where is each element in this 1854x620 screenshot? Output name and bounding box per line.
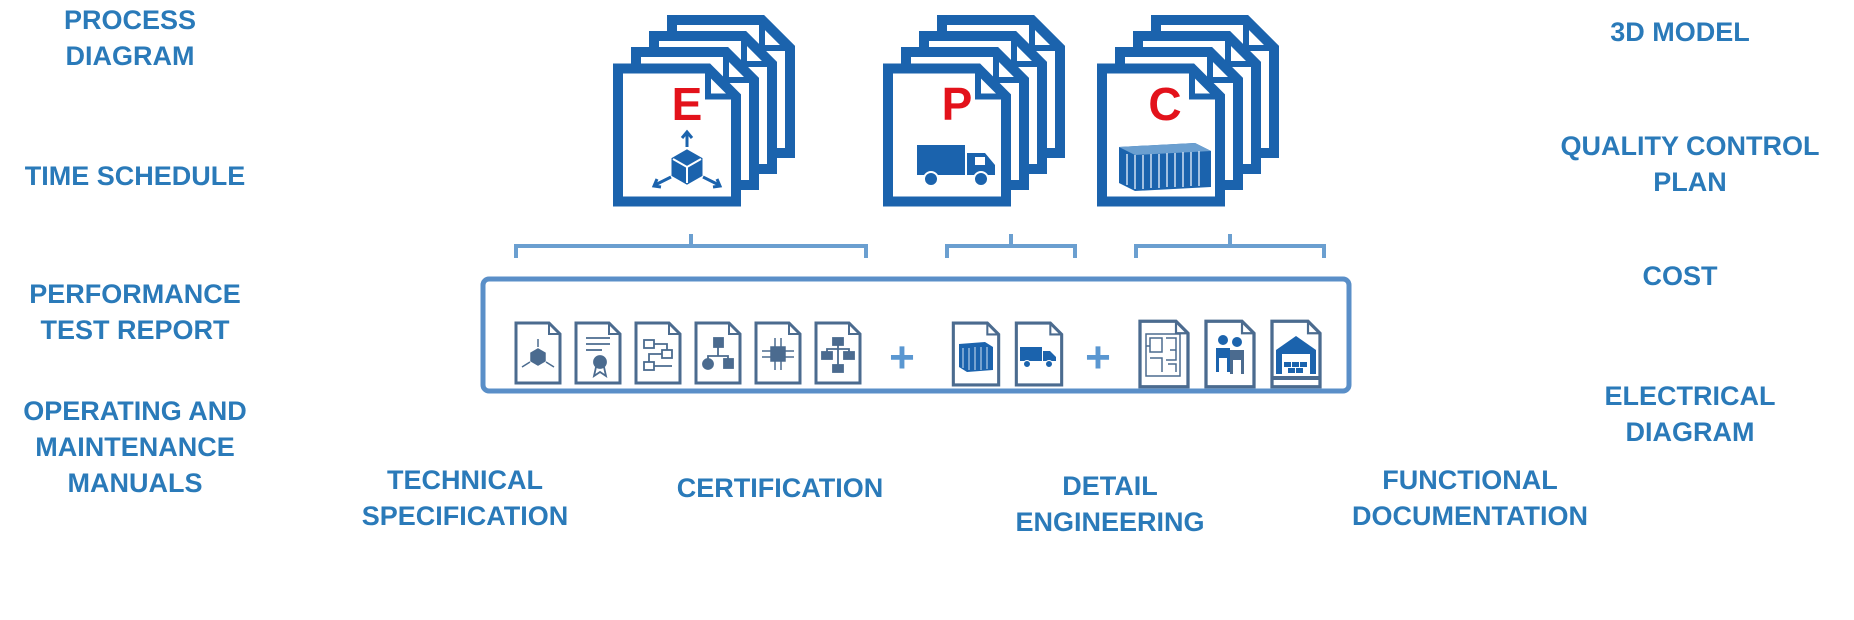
cube-axes-icon — [651, 129, 723, 189]
diagram-icon — [702, 337, 734, 370]
certificate-icon — [586, 337, 610, 378]
plus-sign-1: + — [889, 333, 915, 382]
small-doc-c2 — [1204, 319, 1256, 389]
small-doc-c3 — [1270, 319, 1322, 389]
blueprint-icon — [1145, 333, 1181, 377]
circuit-chip-icon — [762, 338, 794, 370]
label-3d-model: 3D MODEL — [1610, 17, 1750, 47]
label-performance-test-report: PERFORMANCE TEST REPORT — [29, 279, 241, 345]
small-doc-e3 — [634, 321, 682, 385]
label-detail-engineering: DETAIL ENGINEERING — [1015, 471, 1205, 537]
truck-icon — [917, 145, 995, 187]
label-certification: CERTIFICATION — [676, 473, 884, 503]
label-cost: COST — [1642, 261, 1718, 291]
small-doc-e2 — [574, 321, 622, 385]
small-doc-c1 — [1138, 319, 1190, 389]
bracket-e — [514, 234, 868, 258]
bracket-c — [1134, 234, 1326, 258]
label-technical-specification: TECHNICAL SPECIFICATION — [361, 465, 569, 531]
small-doc-p1 — [951, 321, 1001, 387]
label-functional-documentation: FUNCTIONAL DOCUMENTATION — [1352, 465, 1588, 531]
label-operating-maintenance-manuals: OPERATING AND MAINTENANCE MANUALS — [23, 396, 247, 498]
document-stack-e: E — [618, 20, 790, 202]
small-doc-e5 — [754, 321, 802, 385]
document-package-frame — [480, 276, 1352, 394]
label-electrical-diagram: ELECTRICAL DIAGRAM — [1604, 381, 1776, 447]
warehouse-icon — [1272, 336, 1320, 380]
bracket-p — [945, 234, 1077, 258]
stack-letter-p: P — [942, 78, 973, 130]
small-doc-p2 — [1014, 321, 1064, 387]
workers-icon — [1216, 335, 1244, 374]
label-process-diagram: PROCESS DIAGRAM — [63, 5, 197, 71]
plus-sign-2: + — [1085, 333, 1111, 382]
stack-letter-c: C — [1148, 78, 1181, 130]
small-doc-e6 — [814, 321, 862, 385]
document-stack-p: P — [888, 20, 1060, 202]
label-quality-control-plan: QUALITY CONTROL PLAN — [1560, 131, 1820, 197]
truck-icon — [1020, 347, 1056, 368]
process-flow-icon — [643, 339, 673, 371]
container-icon — [959, 342, 993, 372]
document-stack-c: C — [1102, 20, 1274, 202]
small-doc-e1 — [514, 321, 562, 385]
org-chart-icon — [821, 337, 855, 373]
label-time-schedule: TIME SCHEDULE — [24, 161, 246, 191]
cube-axes-icon — [521, 339, 555, 368]
stack-letter-e: E — [672, 78, 703, 130]
small-doc-e4 — [694, 321, 742, 385]
container-icon — [1119, 143, 1211, 191]
